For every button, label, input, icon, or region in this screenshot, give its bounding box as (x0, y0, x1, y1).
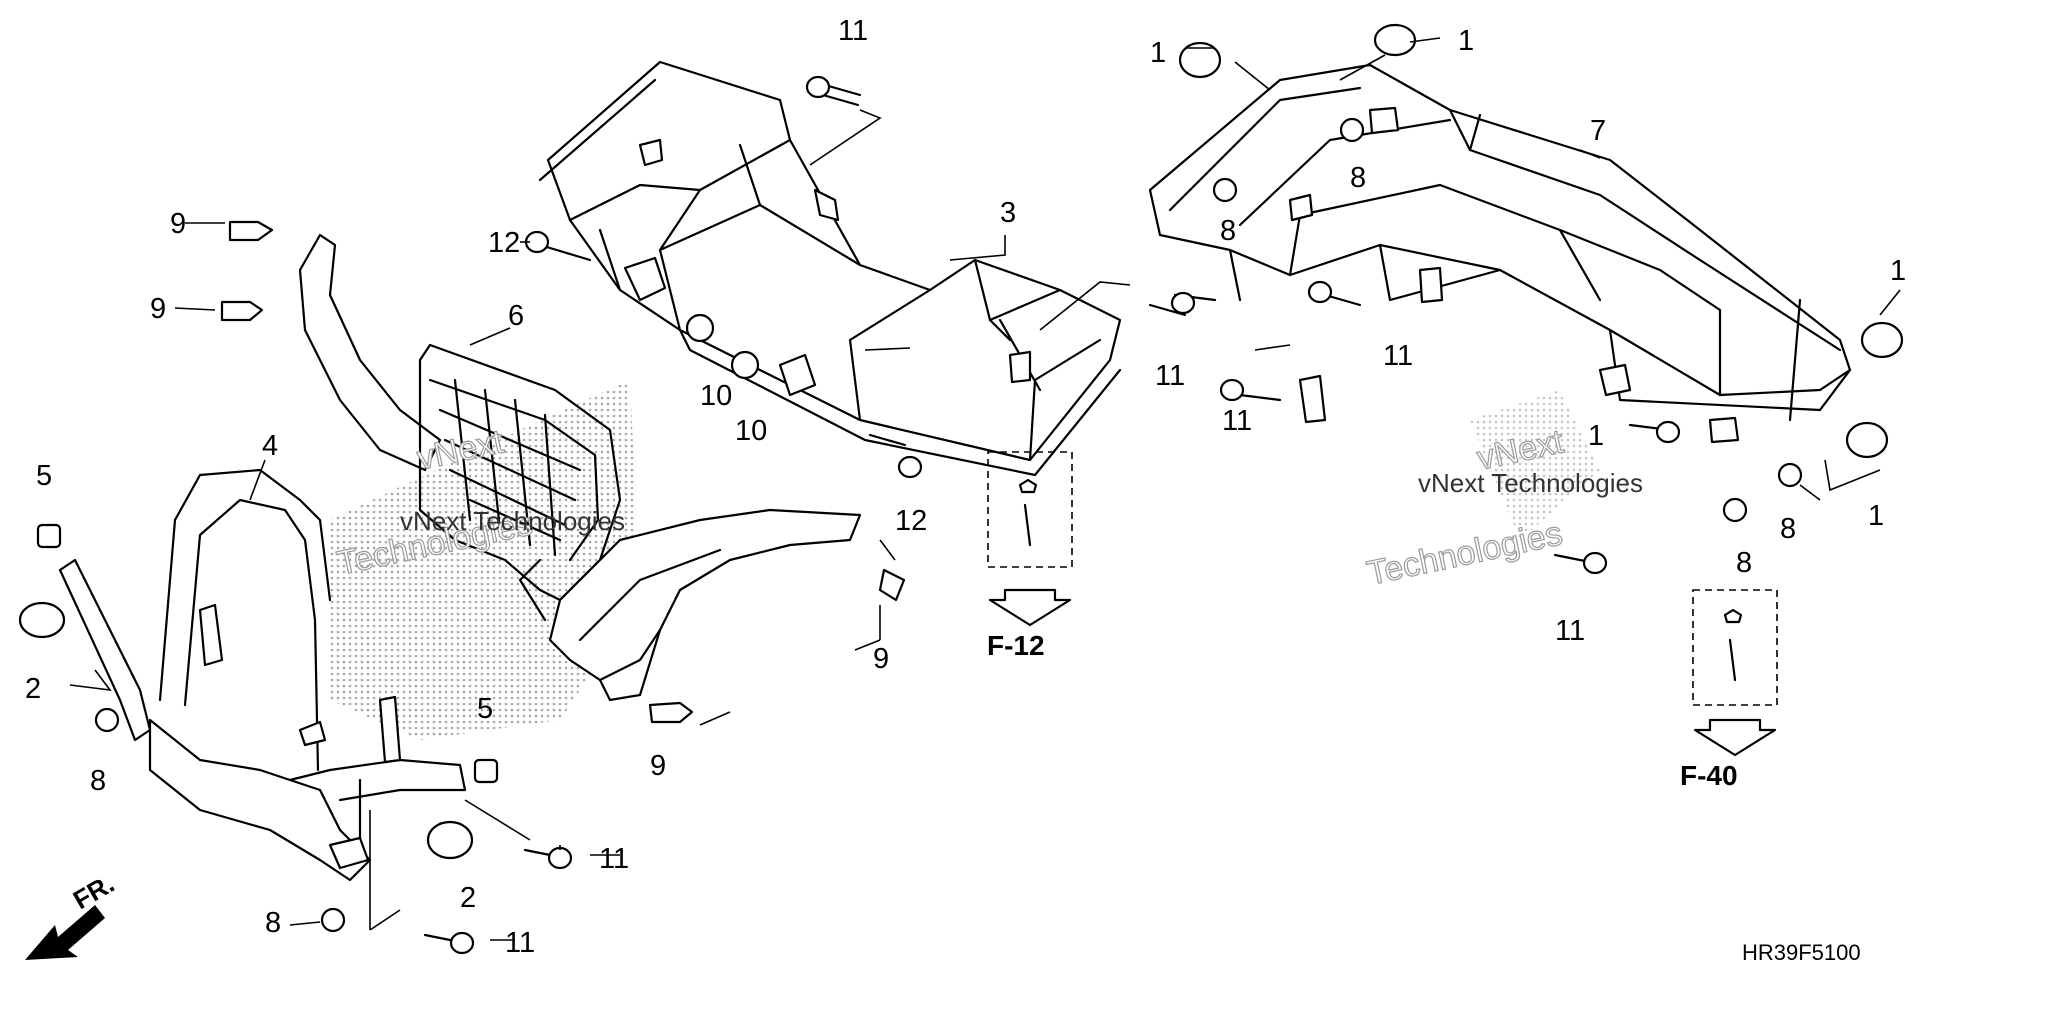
front-grille-assembly (298, 233, 862, 702)
callout-2: 2 (460, 882, 476, 914)
callout-9: 9 (873, 643, 889, 675)
callout-8: 8 (1780, 513, 1796, 545)
rear-carrier-rack (1148, 63, 1852, 444)
callout-8: 8 (90, 765, 106, 797)
callout-8: 8 (1350, 162, 1366, 194)
callout-11: 11 (599, 843, 629, 875)
callout-9: 9 (170, 208, 186, 240)
front-direction-indicator: FR. (25, 868, 119, 960)
watermark-text-rear: vNext Technologies (1418, 468, 1643, 498)
callout-9: 9 (150, 293, 166, 325)
callout-8: 8 (1220, 215, 1236, 247)
f40-arrow (1693, 718, 1777, 757)
callout-1: 1 (1458, 25, 1474, 57)
callout-7: 7 (1590, 115, 1606, 147)
bolt-reference-boxes (987, 451, 1778, 757)
watermark-text-front: vNext Technologies (400, 506, 625, 536)
watermark-company-rear: Technologies (1364, 514, 1566, 592)
callout-12: 12 (488, 227, 520, 259)
ref-f12: F-12 (987, 630, 1045, 661)
callout-5: 5 (477, 693, 493, 725)
callout-11: 11 (1155, 360, 1185, 392)
callout-1: 1 (1588, 420, 1604, 452)
callout-1: 1 (1150, 37, 1166, 69)
callout-10: 10 (735, 415, 767, 447)
callout-1: 1 (1868, 500, 1884, 532)
callout-4: 4 (262, 430, 278, 462)
callout-8: 8 (265, 907, 281, 939)
front-bumper-guard (58, 468, 467, 882)
callout-labels: 11 3 11 12 10 10 12 F-12 1 1 7 8 8 11 11… (25, 15, 1906, 965)
hardware-parts (18, 23, 1904, 955)
callout-9: 9 (650, 750, 666, 782)
callout-1: 1 (1890, 255, 1906, 287)
callout-11: 11 (1555, 615, 1585, 647)
leader-lines (69, 37, 1901, 941)
callout-11: 11 (1383, 340, 1413, 372)
callout-11: 11 (838, 15, 868, 47)
diagram-code: HR39F5100 (1742, 940, 1861, 965)
callout-10: 10 (700, 380, 732, 412)
callout-6: 6 (508, 300, 524, 332)
front-carrier-rack (538, 60, 1122, 477)
callout-11: 11 (505, 927, 535, 959)
callout-5: 5 (36, 460, 52, 492)
ref-f40: F-40 (1680, 760, 1738, 791)
callout-3: 3 (1000, 197, 1016, 229)
direction-label: FR. (68, 868, 119, 915)
f12-arrow (988, 588, 1072, 627)
callout-12: 12 (895, 505, 927, 537)
callout-11: 11 (1222, 405, 1252, 437)
callout-2: 2 (25, 673, 41, 705)
callout-8: 8 (1736, 547, 1752, 579)
